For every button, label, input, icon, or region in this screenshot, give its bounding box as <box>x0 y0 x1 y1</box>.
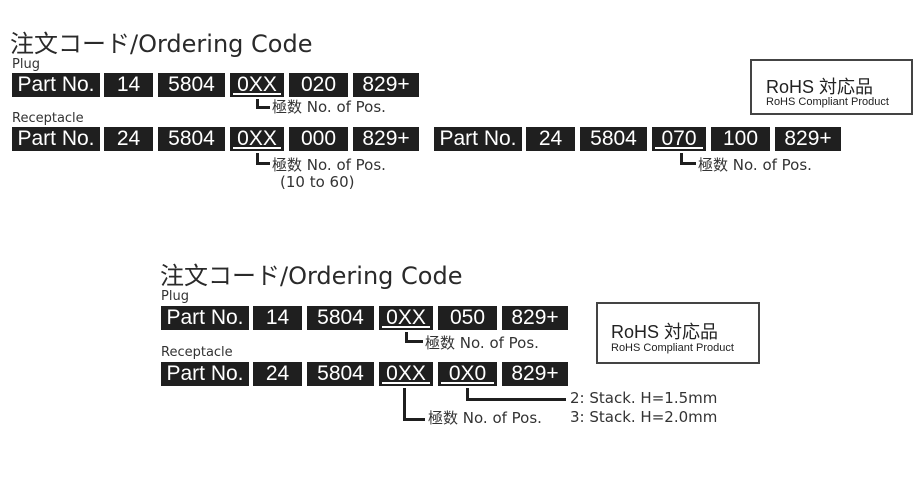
positions-range-note: (10 to 60) <box>280 173 355 191</box>
plug-label: Plug <box>12 57 40 72</box>
part-segment-option: 100 <box>711 127 770 151</box>
positions-note: 極数 No. of Pos. <box>428 409 542 427</box>
callout-line <box>466 388 469 401</box>
positions-note: 極数 No. of Pos. <box>698 156 812 174</box>
positions-note: 極数 No. of Pos. <box>272 156 386 174</box>
ordering-code-title: 注文コード/Ordering Code <box>10 30 313 58</box>
part-segment-positions: 0XX <box>230 127 284 151</box>
plug-label: Plug <box>161 289 189 304</box>
part-segment-series: 24 <box>104 127 153 151</box>
part-segment-stack: 0X0 <box>438 362 497 386</box>
part-segment-positions: 070 <box>652 127 706 151</box>
stack-height-note: 3: Stack. H=2.0mm <box>570 408 718 426</box>
part-no-label: Part No. <box>12 73 100 97</box>
part-segment-suffix: 829+ <box>502 306 568 330</box>
part-segment-base: 5804 <box>307 362 374 386</box>
part-segment-suffix: 829+ <box>353 73 419 97</box>
receptacle-label: Receptacle <box>161 345 233 360</box>
rohs-title: RoHS 対応品 <box>611 322 719 342</box>
part-segment-suffix: 829+ <box>353 127 419 151</box>
part-segment-series: 24 <box>253 362 302 386</box>
callout-line <box>680 162 696 165</box>
part-segment-option: 050 <box>438 306 497 330</box>
positions-note: 極数 No. of Pos. <box>272 98 386 116</box>
receptacle-label: Receptacle <box>12 111 84 126</box>
callout-line <box>403 388 406 421</box>
part-segment-option: 000 <box>289 127 348 151</box>
part-segment-positions: 0XX <box>379 306 433 330</box>
rohs-title: RoHS 対応品 <box>766 77 874 97</box>
positions-note: 極数 No. of Pos. <box>425 334 539 352</box>
callout-line <box>405 340 423 343</box>
stack-height-note: 2: Stack. H=1.5mm <box>570 389 718 407</box>
callout-line <box>256 106 270 109</box>
callout-line <box>680 153 683 165</box>
callout-line <box>405 332 408 343</box>
part-segment-base: 5804 <box>307 306 374 330</box>
callout-line <box>256 99 259 109</box>
rohs-subtitle: RoHS Compliant Product <box>766 96 889 108</box>
ordering-code-title: 注文コード/Ordering Code <box>160 262 463 290</box>
rohs-badge: RoHS 対応品 RoHS Compliant Product <box>750 59 913 115</box>
part-segment-suffix: 829+ <box>775 127 841 151</box>
callout-line <box>256 153 259 165</box>
callout-line <box>403 418 425 421</box>
part-segment-series: 24 <box>526 127 575 151</box>
part-segment-base: 5804 <box>158 127 225 151</box>
rohs-badge: RoHS 対応品 RoHS Compliant Product <box>596 302 760 364</box>
part-segment-suffix: 829+ <box>502 362 568 386</box>
rohs-subtitle: RoHS Compliant Product <box>611 342 734 354</box>
part-segment-series: 14 <box>253 306 302 330</box>
part-no-label: Part No. <box>161 362 249 386</box>
callout-line <box>256 162 270 165</box>
part-segment-series: 14 <box>104 73 153 97</box>
part-segment-positions: 0XX <box>379 362 433 386</box>
part-segment-option: 020 <box>289 73 348 97</box>
part-no-label: Part No. <box>12 127 100 151</box>
part-no-label: Part No. <box>434 127 522 151</box>
part-segment-base: 5804 <box>158 73 225 97</box>
part-segment-positions: 0XX <box>230 73 284 97</box>
callout-line <box>466 398 566 401</box>
part-segment-base: 5804 <box>580 127 647 151</box>
part-no-label: Part No. <box>161 306 249 330</box>
